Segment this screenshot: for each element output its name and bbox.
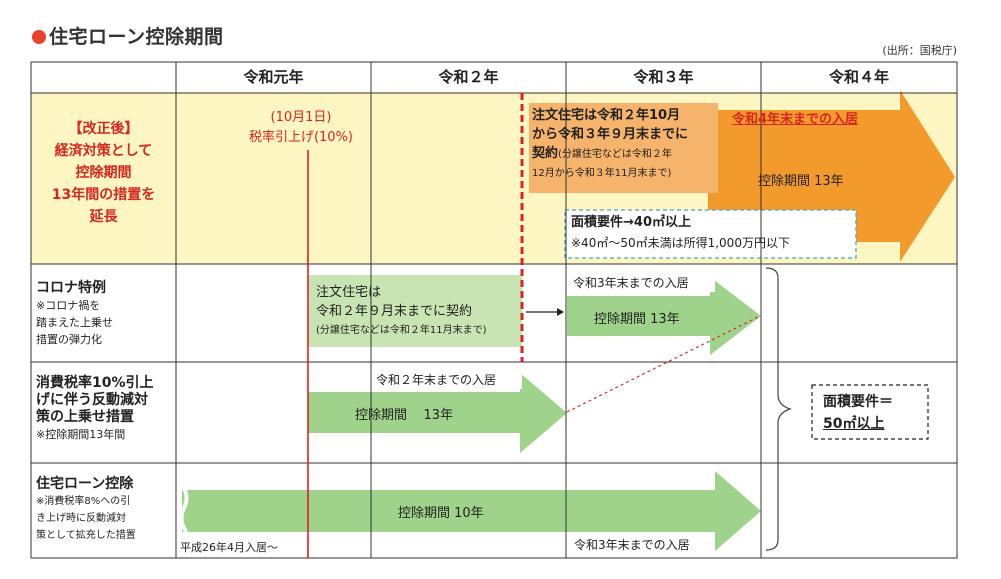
tax-hike-text: 税率引上げ(10%) — [248, 130, 354, 145]
table-grid — [30, 61, 958, 559]
row2-movein-bg — [569, 272, 715, 292]
row1-contract-small2: 12月から令和３年11月末まで) — [532, 168, 672, 179]
row1-label: 【改正後】 経済対策として 控除期間 13年間の措置を 延長 — [31, 118, 176, 228]
header-col-1: 令和元年 — [243, 68, 304, 86]
row2-label-sub: 踏まえた上乗せ — [36, 316, 113, 329]
row1-label-line: 13年間の措置を — [51, 187, 156, 203]
row1-contract-line: から令和３年９月末までに — [532, 127, 689, 142]
row3-area-value: 50㎡以上 — [823, 416, 885, 432]
row4-label-sub: き上げ時に反動減対 — [36, 513, 126, 524]
row4-movein-label: 令和3年末までの入居 — [574, 538, 690, 552]
row3-arrow — [308, 373, 567, 453]
row3-period-label: 控除期間 13年 — [355, 408, 454, 423]
row4-label-sub: ※消費税率8%への引 — [36, 496, 131, 507]
row1-period-label: 控除期間 13年 — [758, 174, 844, 189]
row3-label-main: 消費税率10%引上 — [36, 375, 154, 391]
row3-area-req: 面積要件＝ — [823, 394, 893, 410]
row3-movein-label: 令和２年末までの入居 — [376, 373, 497, 387]
row3-area-box — [811, 384, 929, 440]
row4-period-label: 控除期間 10年 — [398, 506, 484, 521]
row1-contract-bold: 契約 — [532, 146, 559, 161]
row4-label: 住宅ローン控除 ※消費税率8%への引 き上げ時に反動減対 策として拡充した措置 — [36, 476, 176, 544]
row2-contract-box — [308, 275, 522, 347]
row4-label-main: 住宅ローン控除 — [36, 476, 134, 492]
page-title: 住宅ローン控除期間 — [32, 22, 224, 49]
row4-start-label: 平成26年4月入居～ — [180, 541, 278, 554]
row1-area-req: 面積要件→40㎡以上 — [571, 215, 691, 230]
row2-period-label: 控除期間 13年 — [594, 312, 680, 327]
row3-area-text: 面積要件＝ 50㎡以上 — [823, 391, 893, 435]
row1-area-box — [564, 209, 857, 259]
source-note: (出所：国税庁) — [882, 44, 957, 57]
row2-label-sub: 措置の弾力化 — [36, 333, 102, 346]
row2-contract-small: (分譲住宅などは令和２年11月末まで) — [316, 325, 487, 336]
tax-hike-label: (10月1日) 税率引上げ(10%) — [226, 108, 376, 148]
header-col-4: 令和４年 — [828, 68, 889, 86]
row1-movein-label: 令和4年末までの入居 — [732, 112, 859, 127]
row1-label-line: 控除期間 — [75, 165, 132, 181]
row3-label-main: 策の上乗せ措置 — [36, 409, 134, 425]
row1-contract-line: 注文住宅は令和２年10月 — [532, 108, 681, 123]
row1-contract-text: 注文住宅は令和２年10月 から令和３年９月末までに 契約(分譲住宅などは令和２年… — [532, 106, 718, 183]
header-col-2: 令和２年 — [438, 68, 499, 86]
title-text: 住宅ローン控除期間 — [49, 26, 224, 48]
row3-movein-bg — [372, 369, 522, 389]
row1-label-line: 【改正後】 — [68, 121, 139, 137]
row1-contract-box — [529, 103, 718, 193]
row2-label-main: コロナ特例 — [36, 280, 106, 296]
row2-label-sub: ※コロナ禍を — [36, 299, 101, 312]
row2-movein-label: 令和3年末までの入居 — [573, 276, 689, 290]
row2-connector-head — [557, 308, 564, 316]
row3-label-main: げに伴う反動減対 — [36, 392, 148, 408]
row1-area-text: 面積要件→40㎡以上 ※40㎡～50㎡未満は所得1,000万円以下 — [571, 213, 790, 253]
row3-label: 消費税率10%引上 げに伴う反動減対 策の上乗せ措置 ※控除期間13年間 — [36, 375, 176, 443]
row2-label: コロナ特例 ※コロナ禍を 踏まえた上乗せ 措置の弾力化 — [36, 280, 174, 348]
row2-contract-line: 注文住宅は — [316, 285, 382, 300]
row1-label-line: 経済対策として — [54, 143, 153, 159]
row4-arrow — [182, 471, 761, 551]
tax-hike-date: (10月1日) — [270, 110, 332, 125]
row1-contract-small: (分譲住宅などは令和２年 — [558, 149, 672, 160]
row4-label-sub: 策として拡充した措置 — [36, 530, 136, 541]
bullet-dot-icon — [32, 30, 46, 44]
brace-shape — [765, 267, 792, 551]
header-col-3: 令和３年 — [633, 68, 694, 86]
row1-label-line: 延長 — [89, 209, 118, 225]
row2-contract-line: 令和２年９月末までに契約 — [316, 304, 473, 319]
row2-arrow — [567, 277, 761, 355]
row4-break-mark — [179, 487, 189, 538]
row2-contract-text: 注文住宅は 令和２年９月末までに契約 (分譲住宅などは令和２年11月末まで) — [316, 283, 526, 340]
row1-area-note: ※40㎡～50㎡未満は所得1,000万円以下 — [571, 236, 790, 250]
row3-label-sub: ※控除期間13年間 — [36, 428, 126, 441]
